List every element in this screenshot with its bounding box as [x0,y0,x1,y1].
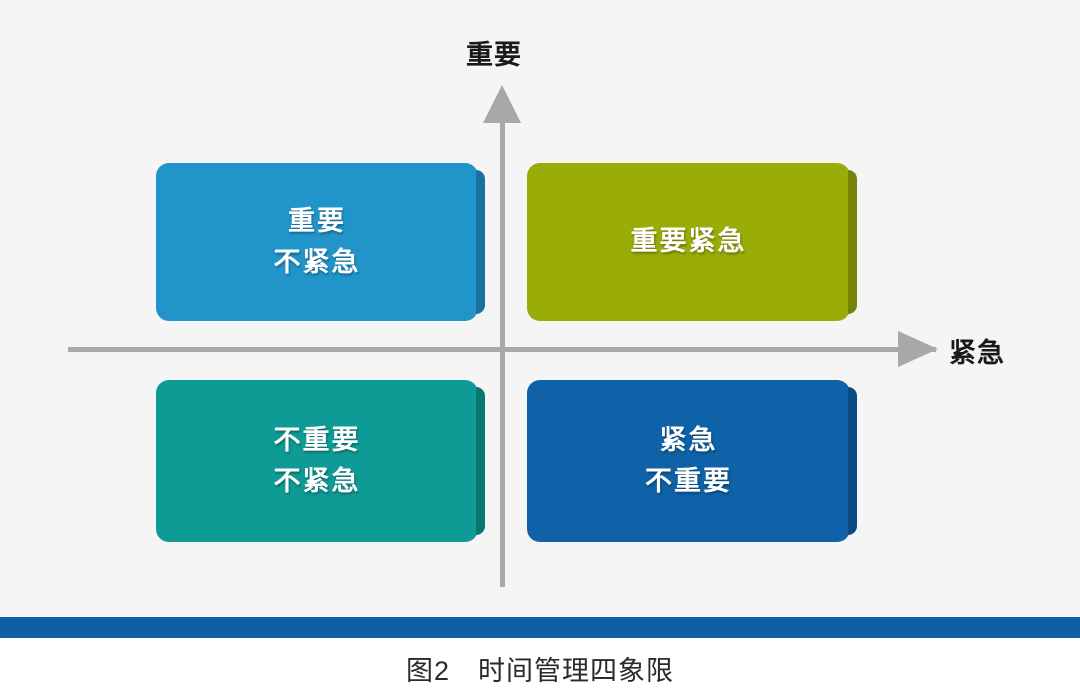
quadrant-label-line: 不紧急 [273,247,361,277]
quadrant-label-line: 不重要 [645,466,732,496]
x-axis-label: 紧急 [949,338,1005,368]
quadrant-not-important-not-urgent[interactable]: 不重要 不紧急 [156,380,485,542]
divider-bar [0,617,1080,638]
y-axis-label: 重要 [466,40,522,70]
caption-area: 图2 时间管理四象限 [0,638,1080,699]
arrow-right-icon [898,331,938,367]
quadrant-bevel [848,387,857,535]
quadrant-label-line: 不重要 [273,424,361,455]
quadrant-label-line: 重要紧急 [630,226,747,257]
figure-caption: 图2 时间管理四象限 [405,656,675,686]
quadrant-important-not-urgent[interactable]: 重要 不紧急 [156,163,485,321]
quadrant-label-line: 紧急 [659,424,718,455]
quadrant-urgent-not-important[interactable]: 紧急 不重要 [527,380,857,542]
quadrant-bevel [476,387,485,535]
arrow-up-icon [483,85,521,123]
quadrant-bevel [476,170,485,314]
figure-stage: 重要 紧急 重要 不紧急 重要紧急 不重要 不紧急 紧急 不重要 [68,40,1005,587]
quadrant-label-line: 重要 [288,205,346,236]
y-axis-line [500,100,505,587]
quadrant-bevel [848,170,857,314]
quadrant-important-urgent[interactable]: 重要紧急 [527,163,857,321]
quadrant-label-line: 不紧急 [273,466,361,496]
